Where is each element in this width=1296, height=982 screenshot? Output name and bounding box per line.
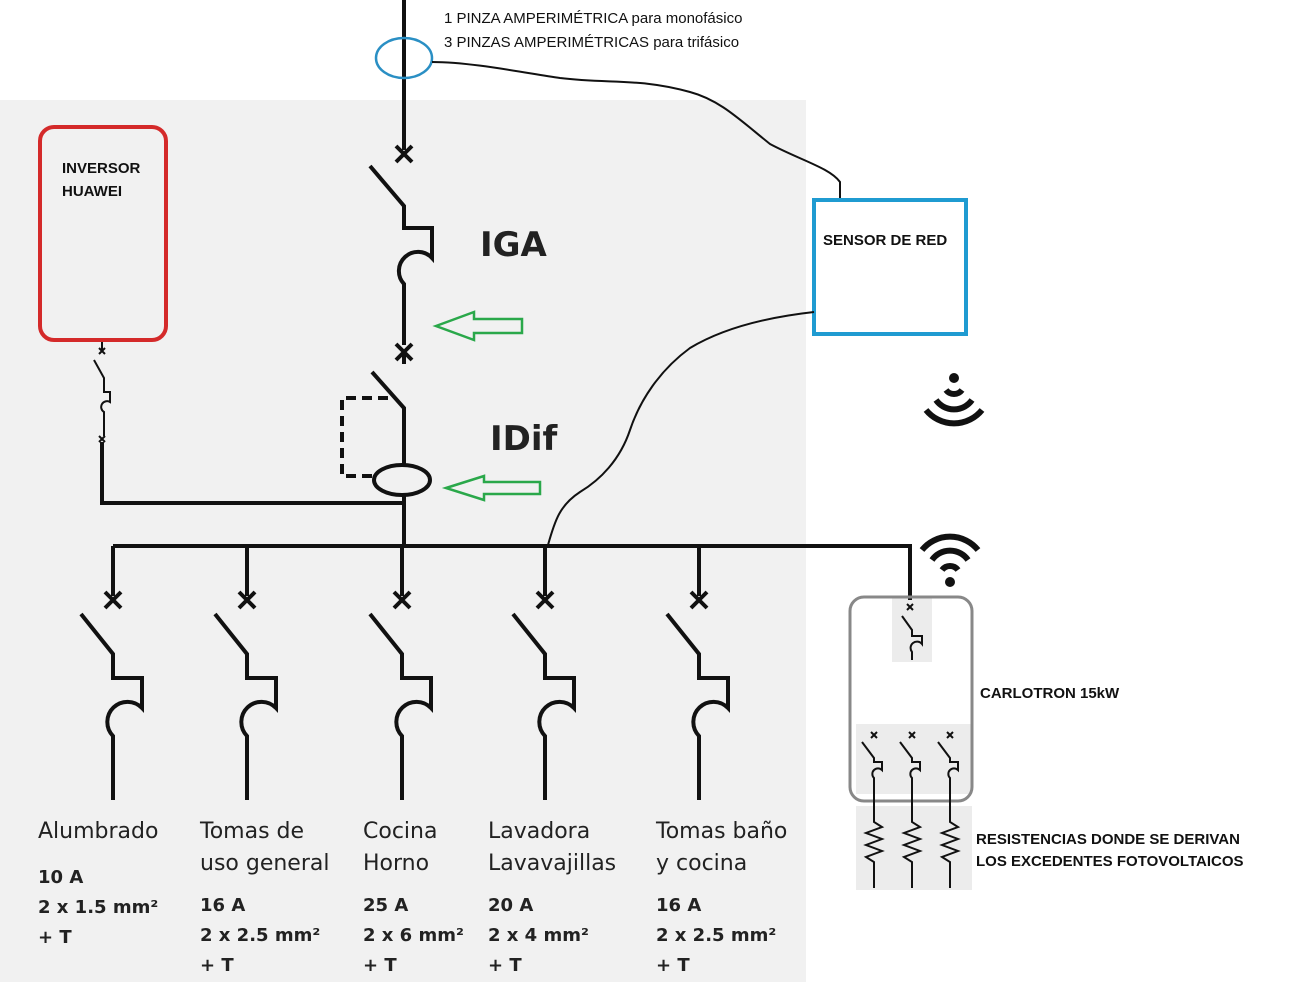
circuit-spec: 16 A	[656, 895, 701, 916]
sensor-label: SENSOR DE RED	[823, 232, 947, 249]
resistors	[863, 812, 961, 888]
circuit-spec: + T	[363, 955, 397, 976]
sensor-cable	[547, 311, 815, 546]
resistor-icon	[939, 812, 961, 888]
carlotron-breaker-symbol	[901, 603, 923, 660]
inverter-breaker-symbol	[93, 342, 111, 443]
circuit-spec: 2 x 6 mm²	[363, 925, 464, 946]
inverter-feed-line	[100, 442, 404, 505]
circuit-breaker-symbol	[511, 546, 576, 800]
circuit-name: Alumbrado	[38, 819, 158, 844]
circuit-spec: + T	[38, 927, 72, 948]
circuit-spec: 20 A	[488, 895, 533, 916]
output-breaker-symbol	[937, 731, 959, 812]
circuit-breaker-symbol	[665, 546, 730, 800]
circuit-spec: 10 A	[38, 867, 83, 888]
output-breaker-symbol	[899, 731, 921, 812]
circuit-breaker-symbol	[213, 546, 278, 800]
circuit-spec: 2 x 4 mm²	[488, 925, 589, 946]
carlotron-output-breakers	[861, 731, 959, 812]
main-breaker-label: IGA	[480, 225, 548, 265]
circuit-spec: 2 x 1.5 mm²	[38, 897, 158, 918]
circuit-name: Cocina	[363, 819, 437, 844]
circuit-name: y cocina	[656, 851, 747, 876]
circuit-name: Tomas baño	[655, 819, 787, 844]
inverter-box	[38, 125, 168, 342]
inverter-label-line2: HUAWEI	[62, 183, 122, 200]
circuit-name: uso general	[200, 851, 329, 876]
wifi-icon	[919, 533, 981, 587]
circuit-breaker-symbol	[79, 546, 144, 800]
resistors-label-line1: RESISTENCIAS DONDE SE DERIVAN	[976, 831, 1240, 848]
wifi-icon	[923, 373, 985, 427]
circuit-spec: 2 x 2.5 mm²	[200, 925, 320, 946]
circuit-name: Lavavajillas	[488, 851, 616, 876]
inverter-label-line1: INVERSOR	[62, 160, 141, 177]
carlotron-label: CARLOTRON 15kW	[980, 685, 1120, 702]
arrow-left-icon	[432, 310, 524, 342]
clamp-cable	[431, 61, 841, 200]
differential-label: IDif	[490, 419, 559, 459]
circuit-breaker-symbol	[368, 546, 433, 800]
circuit-spec: 2 x 2.5 mm²	[656, 925, 776, 946]
resistor-icon	[863, 812, 885, 888]
circuit-spec: + T	[200, 955, 234, 976]
circuit-breakers	[79, 546, 730, 800]
circuit-labels: Alumbrado 10 A 2 x 1.5 mm² + T Tomas de uso g…	[38, 819, 787, 976]
clamp-note-line2: 3 PINZAS AMPERIMÉTRICAS para trifásico	[444, 34, 739, 51]
clamp-note-line1: 1 PINZA AMPERIMÉTRICA para monofásico	[444, 10, 742, 27]
circuit-name: Lavadora	[488, 819, 590, 844]
resistors-label-line2: LOS EXCEDENTES FOTOVOLTAICOS	[976, 853, 1244, 870]
sensor-box	[812, 198, 968, 336]
circuit-spec: 16 A	[200, 895, 245, 916]
output-breaker-symbol	[861, 731, 883, 812]
circuit-spec: + T	[656, 955, 690, 976]
current-clamp-icon	[374, 36, 434, 80]
resistor-icon	[901, 812, 923, 888]
circuit-name: Tomas de	[199, 819, 304, 844]
circuit-name: Horno	[363, 851, 429, 876]
circuit-spec: + T	[488, 955, 522, 976]
arrow-left-icon	[441, 474, 542, 502]
circuit-spec: 25 A	[363, 895, 408, 916]
